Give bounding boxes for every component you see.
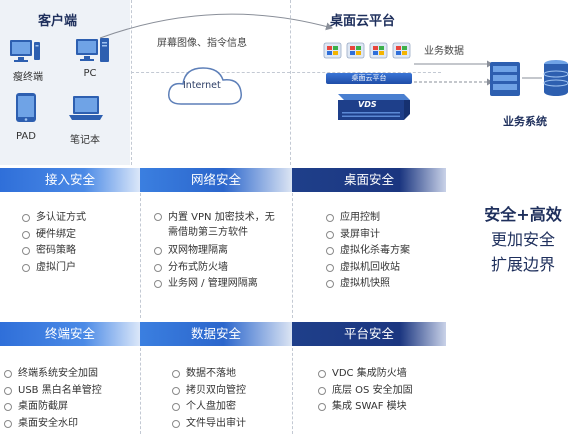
- bullet-icon: [326, 263, 334, 272]
- bullet-icon: [4, 419, 12, 428]
- list-item: 文件导出审计: [170, 416, 288, 433]
- virtual-desktop-icons: [322, 41, 416, 61]
- list-item: 应用控制: [324, 210, 444, 227]
- bullet-icon: [154, 263, 162, 272]
- business-data-label: 业务数据: [424, 46, 464, 57]
- bullet-icon: [4, 370, 12, 378]
- list-item: 数据不落地: [170, 366, 288, 383]
- banner-desktop-security: 桌面安全: [292, 168, 446, 192]
- list-item: 桌面安全水印: [2, 416, 138, 433]
- bullet-icon: [318, 386, 326, 395]
- data-security-list: 数据不落地 拷贝双向管控 个人盘加密 文件导出审计: [170, 366, 288, 432]
- screen-command-label: 屏幕图像、指令信息: [157, 38, 247, 49]
- banner-platform-security: 平台安全: [292, 322, 446, 346]
- bullet-icon: [326, 214, 334, 222]
- list-item: 录屏审计: [324, 227, 444, 244]
- list-item: VDC 集成防火墙: [316, 366, 444, 383]
- divider: [290, 0, 291, 165]
- list-item: 多认证方式: [20, 210, 138, 227]
- internet-cloud-icon: [165, 60, 245, 110]
- bullet-icon: [154, 280, 162, 288]
- bullet-icon: [318, 403, 326, 411]
- divider: [131, 72, 441, 73]
- bullet-icon: [4, 403, 12, 411]
- internet-label: Internet: [183, 80, 221, 91]
- bullet-icon: [154, 247, 162, 255]
- bullet-icon: [326, 230, 334, 239]
- vds-server-icon: [330, 88, 412, 124]
- bullet-icon: [22, 247, 30, 255]
- list-item: 底层 OS 安全加固: [316, 383, 444, 400]
- terminal-security-list: 终端系统安全加固 USB 黑白名单管控 桌面防截屏 桌面安全水印: [2, 366, 138, 432]
- divider: [292, 348, 293, 434]
- bullet-icon: [154, 213, 162, 221]
- list-item: 拷贝双向管控: [170, 383, 288, 400]
- bullet-icon: [22, 230, 30, 239]
- list-item: 个人盘加密: [170, 399, 288, 416]
- banner-network-security: 网络安全: [140, 168, 292, 192]
- device-label-thin-client: 瘦终端: [13, 72, 43, 83]
- list-item: 虚拟化杀毒方案: [324, 243, 444, 260]
- list-item: 终端系统安全加固: [2, 366, 138, 383]
- business-server-icon: [488, 56, 578, 104]
- bullet-icon: [318, 370, 326, 378]
- list-item: 桌面防截屏: [2, 399, 138, 416]
- connection-arc: [99, 13, 333, 39]
- bullet-icon: [172, 403, 180, 411]
- platform-tag: 桌面云平台: [326, 73, 412, 84]
- bullet-icon: [172, 370, 180, 378]
- device-label-laptop: 笔记本: [70, 135, 100, 146]
- business-system-label: 业务系统: [503, 115, 547, 128]
- slogan-line-3: 扩展边界: [490, 255, 555, 274]
- banner-data-security: 数据安全: [140, 322, 292, 346]
- platform-security-list: VDC 集成防火墙 底层 OS 安全加固 集成 SWAF 模块: [316, 366, 444, 416]
- list-item: 密码策略: [20, 243, 138, 260]
- bullet-icon: [326, 280, 334, 288]
- banner-access-security: 接入安全: [0, 168, 140, 192]
- bullet-icon: [22, 214, 30, 222]
- divider: [131, 0, 132, 165]
- list-item: USB 黑白名单管控: [2, 383, 138, 400]
- tablet-icon: [14, 92, 38, 124]
- client-panel: [0, 0, 130, 165]
- divider: [140, 348, 141, 434]
- device-label-pc: PC: [83, 68, 97, 79]
- list-item: 业务网 / 管理网隔离: [152, 276, 284, 293]
- network-security-list: 内置 VPN 加密技术，无需借助第三方软件 双网物理隔离 分布式防火墙 业务网 …: [152, 210, 284, 293]
- vds-label: VDS: [358, 100, 377, 109]
- device-label-pad: PAD: [16, 131, 36, 142]
- laptop-icon: [66, 94, 106, 122]
- list-item: 双网物理隔离: [152, 243, 284, 260]
- platform-title: 桌面云平台: [330, 14, 396, 29]
- list-item: 分布式防火墙: [152, 260, 284, 277]
- bullet-icon: [172, 419, 180, 428]
- list-item: 集成 SWAF 模块: [316, 399, 444, 416]
- bullet-icon: [4, 386, 12, 395]
- list-item: 硬件绑定: [20, 227, 138, 244]
- list-item: 虚拟机快照: [324, 276, 444, 293]
- divider: [140, 193, 141, 318]
- bullet-icon: [326, 247, 334, 255]
- bullet-icon: [22, 263, 30, 272]
- thin-client-icon: [8, 38, 44, 66]
- divider: [292, 193, 293, 318]
- business-data-arrows: [414, 60, 493, 86]
- pc-icon: [75, 36, 111, 66]
- list-item: 内置 VPN 加密技术，无需借助第三方软件: [152, 210, 284, 240]
- list-item: 虚拟机回收站: [324, 260, 444, 277]
- access-security-list: 多认证方式 硬件绑定 密码策略 虚拟门户: [20, 210, 138, 276]
- slogan-line-2: 更加安全: [490, 230, 555, 249]
- banner-terminal-security: 终端安全: [0, 322, 140, 346]
- desktop-security-list: 应用控制 录屏审计 虚拟化杀毒方案 虚拟机回收站 虚拟机快照: [324, 210, 444, 293]
- bullet-icon: [172, 386, 180, 395]
- client-title: 客户端: [38, 14, 78, 29]
- slogan-line-1: 安全+高效: [484, 205, 562, 224]
- list-item: 虚拟门户: [20, 260, 138, 277]
- slogan: 安全+高效 更加安全 扩展边界: [468, 202, 578, 277]
